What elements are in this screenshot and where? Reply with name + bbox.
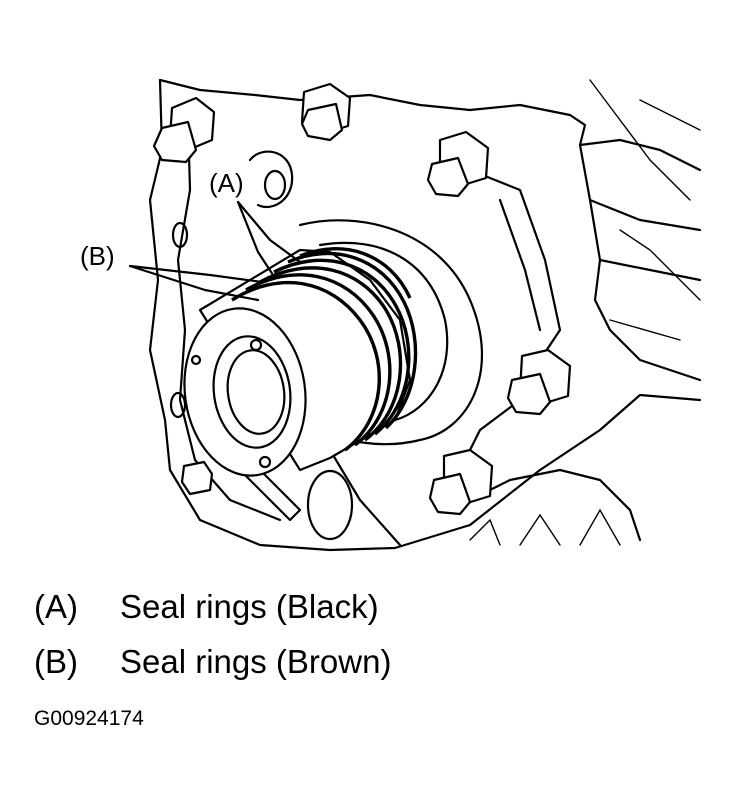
right-rib-3	[588, 198, 702, 232]
housing-top-edge	[158, 78, 602, 302]
bolt-right-upper	[426, 130, 490, 198]
left-hole-1	[171, 221, 189, 249]
left-hole-2	[169, 391, 187, 419]
lower-oval-hole	[306, 469, 354, 541]
main-boss-inner	[318, 241, 449, 422]
legend-row-a: (A) Seal rings (Black)	[34, 590, 379, 623]
legend-key-b: (B)	[34, 643, 78, 680]
pulley-hole-1	[249, 338, 263, 352]
seal-ring-2	[245, 273, 392, 447]
pulley-hole-2	[258, 455, 272, 469]
right-rib-4	[598, 258, 702, 282]
bolt-top-center	[300, 82, 352, 142]
legend-key-a: (A)	[34, 588, 78, 625]
callout-a: (A)	[209, 168, 244, 198]
legend-row-b: (B) Seal rings (Brown)	[34, 645, 391, 678]
left-flange	[176, 118, 282, 522]
seal-ring-6	[299, 247, 412, 299]
callout-b: (B)	[80, 241, 115, 271]
main-boss	[298, 219, 484, 446]
lower-gear-1	[469, 518, 501, 546]
right-detail-1	[589, 79, 691, 201]
seal-ring-4	[273, 258, 411, 436]
pulley-face-inner	[212, 335, 292, 449]
bolt-lower-left	[180, 460, 214, 496]
seal-ring-3	[259, 266, 403, 442]
mount-arm	[458, 168, 562, 472]
mount-arm-inner	[498, 198, 542, 332]
boss-underside	[328, 448, 402, 547]
lower-gear-2	[519, 513, 561, 546]
leader-a-2	[236, 200, 277, 280]
upper-boss-hole	[263, 169, 287, 201]
bolt-right-middle	[506, 348, 572, 416]
legend-text-b: Seal rings (Brown)	[120, 643, 392, 680]
right-detail-3	[619, 229, 701, 301]
right-detail-2	[639, 99, 701, 131]
bolt-top-left	[152, 96, 216, 164]
leader-b-1	[128, 264, 260, 302]
lower-gear-3	[579, 508, 621, 546]
seal-ring-illustration	[128, 78, 702, 552]
lower-bracket	[468, 468, 642, 542]
housing-drawing	[128, 78, 702, 552]
seal-ring-5	[287, 251, 418, 430]
right-rib-2	[578, 138, 702, 172]
right-detail-4	[609, 319, 681, 341]
pulley-assembly	[183, 247, 418, 477]
pulley-bore	[226, 349, 286, 435]
pulley-hole-3	[190, 354, 202, 366]
housing-outline	[148, 78, 702, 552]
bolt-lower-right	[428, 448, 494, 516]
leader-b-2	[128, 264, 264, 284]
leader-a-1	[236, 200, 302, 264]
right-rib	[593, 298, 702, 382]
upper-boss	[248, 150, 294, 209]
legend-text-a: Seal rings (Black)	[120, 588, 379, 625]
seal-ring-1	[231, 280, 381, 452]
figure-id: G00924174	[34, 707, 144, 730]
